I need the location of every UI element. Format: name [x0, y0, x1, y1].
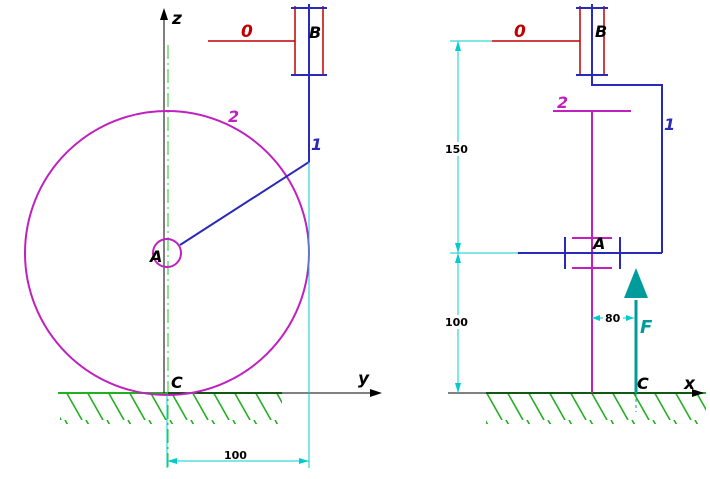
right-dim-150-label: 150 [445, 143, 468, 156]
left-wheel-2 [24, 110, 310, 396]
left-point-c: C [171, 373, 183, 392]
z-axis: z [160, 8, 182, 393]
left-bearing-b [208, 4, 327, 76]
left-hub-a [152, 238, 182, 268]
right-point-a: A [591, 234, 605, 253]
left-point-b: B [309, 23, 321, 42]
y-axis-label: y [358, 369, 370, 389]
right-dim-80-label: 80 [605, 312, 621, 325]
left-ground [58, 392, 282, 424]
right-view: x 2 1 0 B A C [443, 4, 706, 424]
right-link-1 [518, 4, 663, 269]
right-dimension-80: 80 [592, 311, 634, 325]
left-link-1 [179, 75, 310, 246]
right-ground [486, 392, 706, 424]
x-axis-label: x [683, 374, 696, 394]
right-dim-100-label: 100 [445, 316, 468, 329]
left-dimension-100: 100 [166, 162, 310, 468]
left-dim-label: 100 [224, 449, 247, 462]
left-wheel-label: 2 [228, 107, 239, 126]
left-view: z y 2 1 0 B A C [24, 4, 382, 470]
right-dimension-vertical: 150 100 [443, 40, 518, 393]
right-point-c: C [637, 374, 649, 393]
left-point-a: A [148, 247, 162, 266]
right-frame-label: 0 [514, 22, 526, 42]
right-point-b: B [595, 22, 607, 41]
z-axis-label: z [171, 9, 182, 29]
x-axis: x [448, 374, 704, 397]
right-wheel-label: 2 [557, 93, 568, 112]
left-link-label: 1 [311, 135, 322, 154]
right-link-label: 1 [664, 115, 675, 134]
force-label: F [640, 317, 653, 338]
y-axis: y [168, 369, 382, 397]
force-f-arrow [624, 268, 648, 393]
right-bearing-b [492, 6, 608, 76]
left-frame-label: 0 [241, 22, 253, 42]
